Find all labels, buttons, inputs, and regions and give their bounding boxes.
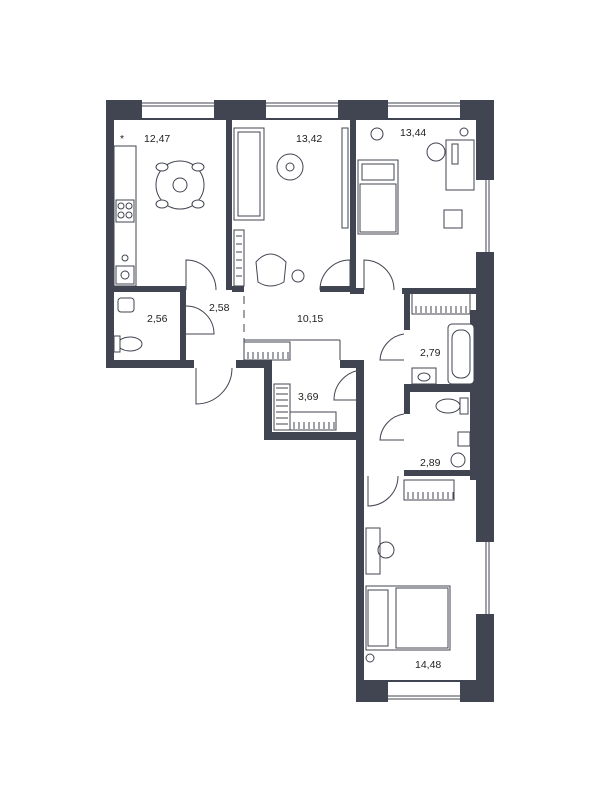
doors xyxy=(185,259,405,507)
area-kitchen: 12,47 xyxy=(144,133,170,145)
small-bath-fixtures xyxy=(113,297,143,353)
windows xyxy=(142,100,494,702)
area-bedroom-1: 13,44 xyxy=(400,127,426,139)
door-bedroom-1 xyxy=(363,259,395,291)
door-storage xyxy=(333,369,365,401)
door-small-bath xyxy=(185,305,215,335)
area-hall: 10,15 xyxy=(297,313,323,325)
door-bedroom-2 xyxy=(367,475,399,507)
bedroom-1-furniture xyxy=(357,127,475,235)
door-living xyxy=(319,259,351,291)
bedroom-2-furniture xyxy=(365,527,451,663)
wc-fixtures xyxy=(435,397,471,468)
area-labels: 12,47 13,42 13,44 2,56 2,58 10,15 2,79 3… xyxy=(144,127,441,671)
interior-walls xyxy=(112,118,476,476)
area-bathroom: 2,79 xyxy=(420,347,441,359)
door-bath xyxy=(379,333,405,361)
area-storage: 3,69 xyxy=(298,391,319,403)
area-entry: 2,58 xyxy=(209,302,230,314)
door-entrance xyxy=(195,367,233,405)
area-wc: 2,89 xyxy=(420,457,441,469)
bath-fixtures xyxy=(411,323,475,385)
storage-racks xyxy=(243,291,471,501)
svg-text:*: * xyxy=(120,133,124,145)
living-furniture xyxy=(233,127,349,287)
area-bathroom-small: 2,56 xyxy=(147,313,168,325)
area-bedroom-2: 14,48 xyxy=(415,659,441,671)
kitchen-furniture: * xyxy=(113,133,205,287)
door-kitchen xyxy=(185,259,217,291)
door-wc xyxy=(379,413,405,441)
area-living-room: 13,42 xyxy=(296,133,322,145)
thin-lines xyxy=(243,296,341,360)
